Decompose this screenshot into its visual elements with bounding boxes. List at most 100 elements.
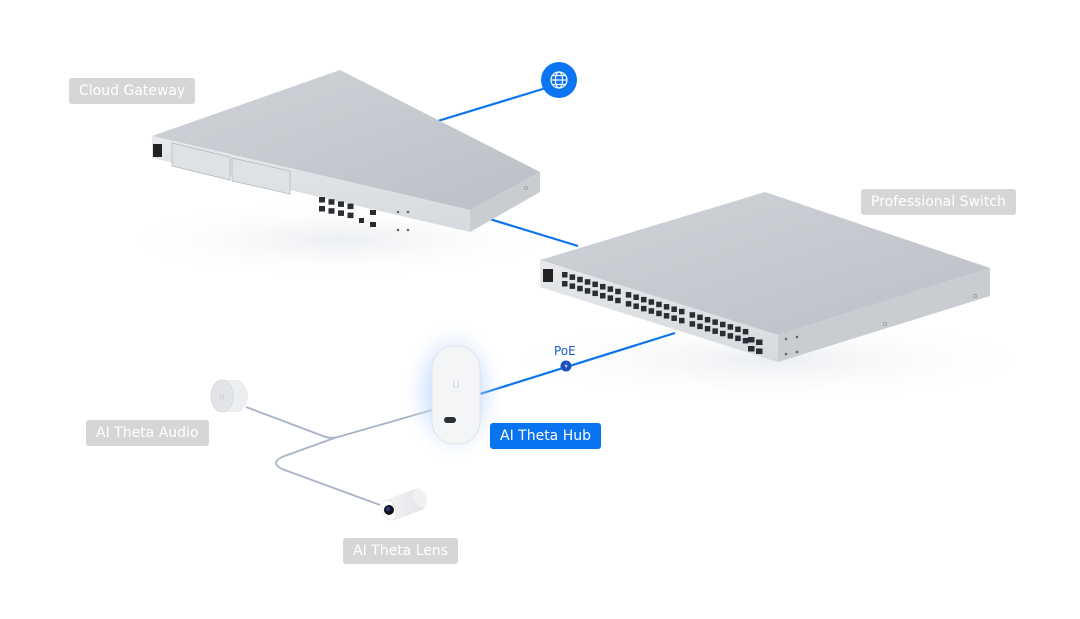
switch-screw: [795, 335, 799, 339]
ubiquiti-logo-icon: U: [452, 380, 459, 391]
link-switch-hub: [479, 331, 676, 396]
switch-rj45-port: [679, 317, 685, 324]
switch-rj45-port: [712, 328, 718, 334]
switch-side: [778, 268, 990, 362]
switch-rj45-port: [742, 337, 749, 344]
label-ai-theta-audio: AI Theta Audio: [86, 420, 209, 446]
gateway-rj45-port: [328, 208, 335, 214]
audio-face: [210, 379, 234, 413]
label-professional-switch: Professional Switch: [861, 189, 1016, 215]
lens-back: [413, 488, 427, 508]
gateway-screw: [396, 210, 400, 214]
gateway-rj45-port: [347, 203, 354, 210]
ai-theta-lens-device[interactable]: [379, 486, 429, 522]
switch-rj45-port: [689, 312, 696, 318]
switch-rj45-port: [742, 328, 749, 335]
switch-rj45-port: [648, 308, 655, 314]
gateway-screw: [406, 228, 410, 232]
switch-rj45-port: [656, 310, 662, 317]
label-cloud-gateway: Cloud Gateway: [69, 78, 196, 104]
cable-hub-lens: [275, 436, 381, 506]
switch-rj45-port: [663, 304, 670, 310]
switch-rj45-port: [584, 288, 591, 294]
gateway-drive-bay-1: [171, 142, 231, 181]
switch-rj45-port: [600, 292, 606, 299]
switch-rj45-port: [592, 281, 598, 288]
gateway-rj45-port: [319, 206, 325, 212]
gateway-screw: [396, 228, 400, 232]
power-icon: [564, 362, 568, 370]
gateway-rj45-port: [338, 210, 344, 216]
switch-rj45-port: [633, 294, 639, 300]
switch-rj45-port: [633, 303, 639, 309]
switch-top: [540, 192, 990, 335]
lens-glass-highlight: [385, 506, 391, 512]
professional-switch-device[interactable]: [540, 192, 990, 362]
switch-shadow: [490, 315, 1050, 405]
switch-rj45-port: [577, 276, 583, 283]
switch-rj45-port: [656, 301, 662, 308]
ai-theta-audio-device[interactable]: u: [210, 379, 248, 413]
switch-rj45-port: [607, 286, 614, 292]
gateway-sfp-2: [370, 222, 376, 227]
ai-theta-hub-device[interactable]: U: [404, 322, 504, 462]
switch-rj45-port: [712, 319, 718, 325]
gateway-rj45-port: [328, 199, 335, 205]
internet-node[interactable]: [541, 62, 577, 98]
gateway-rj45-port: [338, 201, 344, 207]
switch-rj45-port: [704, 316, 711, 323]
switch-rj45-port: [625, 292, 632, 298]
switch-rj45-port: [720, 321, 726, 328]
switch-rj45-port: [689, 321, 696, 327]
switch-rj45-port: [671, 306, 677, 312]
switch-screw: [973, 294, 977, 298]
switch-screw: [784, 352, 788, 356]
switch-rj45-port: [704, 325, 711, 332]
switch-rj45-port: [663, 313, 670, 319]
switch-rj45-port: [615, 288, 621, 295]
hub-port: [444, 417, 456, 423]
gateway-screw: [524, 186, 528, 190]
gateway-rj45-port: [347, 212, 354, 219]
switch-screw: [784, 337, 788, 341]
hub-body: [431, 345, 481, 445]
switch-rj45-port: [697, 323, 703, 330]
gateway-front: [152, 136, 470, 232]
gateway-rj45-ports: [319, 197, 354, 219]
globe-icon: [550, 71, 568, 89]
switch-rj45-port: [577, 285, 583, 292]
switch-rj45-port: [735, 335, 741, 342]
switch-rj45-port: [727, 324, 734, 330]
switch-sfp-port: [748, 337, 755, 343]
cable-hub-audio: [245, 406, 433, 439]
switch-rj45-port: [648, 299, 655, 305]
switch-rj45-port: [569, 283, 576, 289]
gateway-sfp-1: [370, 210, 376, 215]
switch-sfp-port: [748, 346, 755, 352]
switch-rj45-port: [625, 301, 632, 307]
switch-rj45-port: [592, 290, 598, 297]
gateway-screw: [406, 210, 410, 214]
switch-rj45-port: [679, 308, 685, 315]
switch-sfp-port: [756, 339, 763, 345]
switch-screw: [883, 322, 887, 326]
switch-rj45-port: [607, 295, 614, 301]
switch-rj45-port: [584, 279, 591, 285]
switch-rj45-port: [562, 272, 568, 278]
switch-sfp-port: [756, 348, 763, 354]
switch-rj45-ports: [562, 272, 749, 344]
gateway-top: [152, 70, 540, 210]
switch-rj45-port: [615, 297, 621, 304]
switch-rj45-port: [727, 333, 734, 339]
gateway-power-port: [153, 144, 162, 157]
switch-rj45-port: [671, 315, 677, 321]
switch-rj45-port: [600, 283, 606, 290]
switch-rj45-port: [562, 281, 568, 287]
cloud-gateway-device[interactable]: [152, 70, 540, 232]
switch-rj45-port: [735, 326, 741, 333]
gateway-drive-bay-2: [231, 157, 291, 195]
switch-rj45-port: [641, 296, 647, 303]
switch-rj45-port: [720, 330, 726, 337]
link-internet-gateway: [427, 86, 547, 126]
